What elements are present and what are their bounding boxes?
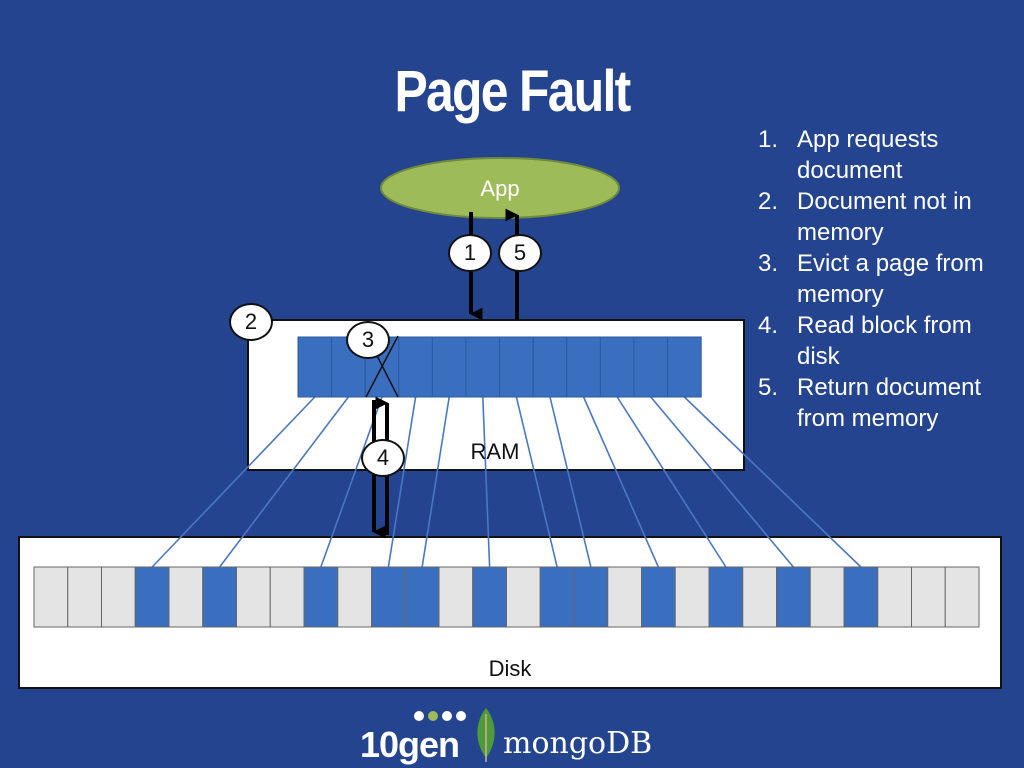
steps-list: 1. App requests document 2. Document not i…: [758, 124, 1020, 434]
disk-block-cached: [573, 566, 609, 628]
mapping-line: [421, 396, 450, 568]
logo-dots: [414, 711, 466, 721]
disk-block-cached: [134, 566, 170, 628]
step-text: Read block from disk: [797, 312, 972, 370]
ram-page: [667, 336, 702, 398]
disk-block-cached: [202, 566, 237, 628]
disk-block-cached: [776, 566, 811, 628]
disk-block: [67, 566, 102, 628]
logo-10gen-text: 10gen: [360, 724, 460, 765]
mapping-line: [387, 396, 417, 568]
step-number: 4.: [758, 312, 779, 339]
step-badge-5: 5: [498, 234, 542, 272]
step-badge-3: 3: [346, 321, 390, 359]
disk-block: [742, 566, 777, 628]
disk-block-cached: [708, 566, 744, 628]
mapping-line: [683, 396, 862, 568]
step-text: Document not in memory: [797, 188, 972, 246]
app-node: [380, 157, 620, 219]
disk-block-cached: [371, 566, 406, 628]
disk-block: [236, 566, 271, 628]
step-text: Return document from memory: [797, 374, 982, 432]
mapping-line: [218, 396, 350, 568]
disk-label: Disk: [488, 656, 532, 681]
mapping-line: [320, 396, 383, 568]
step-item: 2. Document not in memory: [758, 186, 1020, 248]
disk-block: [674, 566, 710, 628]
disk-block: [944, 566, 980, 628]
disk-blocks: [33, 566, 980, 628]
disk-block: [337, 566, 372, 628]
step-badge-1: 1: [448, 234, 492, 272]
disk-block: [877, 566, 912, 628]
disk-block-cached: [472, 566, 507, 628]
ram-page: [499, 336, 534, 398]
mapping-line: [515, 396, 558, 568]
step-badge-2: 2: [229, 303, 273, 341]
mapping-line: [482, 396, 491, 568]
ram-page: [431, 336, 467, 398]
ram-page: [297, 336, 333, 398]
disk-block: [33, 566, 69, 628]
page-fault-diagram: [18, 157, 1002, 689]
step-number: 3.: [758, 250, 779, 277]
disk-block-cached: [539, 566, 575, 628]
step-number: 1.: [758, 126, 779, 153]
disk-block: [911, 566, 946, 628]
ram-page: [398, 336, 433, 398]
ram-label: RAM: [470, 439, 520, 464]
ram-page: [465, 336, 501, 398]
ram-page: [532, 336, 568, 398]
step-item: 4. Read block from disk: [758, 310, 1020, 372]
step-text: App requests document: [797, 126, 939, 184]
step-item: 1. App requests document: [758, 124, 1020, 186]
step-text: Evict a page from memory: [797, 250, 984, 308]
step-item: 5. Return document from memory: [758, 372, 1020, 434]
ram-page: [599, 336, 635, 398]
ram-page: [566, 336, 601, 398]
step-item: 3. Evict a page from memory: [758, 248, 1020, 310]
mapping-line: [151, 396, 316, 568]
ram-page: [633, 336, 669, 398]
step-badge-4: 4: [361, 439, 405, 477]
mapping-lines: [151, 396, 862, 568]
logo-mongodb-text: mongoDB: [503, 726, 653, 761]
logo: 10gen mongoDB: [358, 700, 668, 766]
disk-block-cached: [843, 566, 879, 628]
page-title: Page Fault: [394, 59, 631, 124]
disk-block: [269, 566, 305, 628]
disk-block: [506, 566, 541, 628]
leaf-icon: [477, 708, 495, 762]
step-number: 5.: [758, 374, 779, 401]
disk-block-cached: [641, 566, 676, 628]
app-label: App: [480, 176, 520, 201]
step-number: 2.: [758, 188, 779, 215]
mapping-line: [582, 396, 660, 568]
evict-cross-line: [365, 335, 399, 398]
mapping-line: [616, 396, 727, 568]
disk-block: [438, 566, 474, 628]
disk-block: [101, 566, 136, 628]
mapping-line: [549, 396, 592, 568]
mapping-line: [650, 396, 794, 568]
disk-block: [607, 566, 642, 628]
disk-block: [168, 566, 204, 628]
disk-block: [809, 566, 845, 628]
disk-block-cached: [404, 566, 440, 628]
disk-block-cached: [303, 566, 339, 628]
